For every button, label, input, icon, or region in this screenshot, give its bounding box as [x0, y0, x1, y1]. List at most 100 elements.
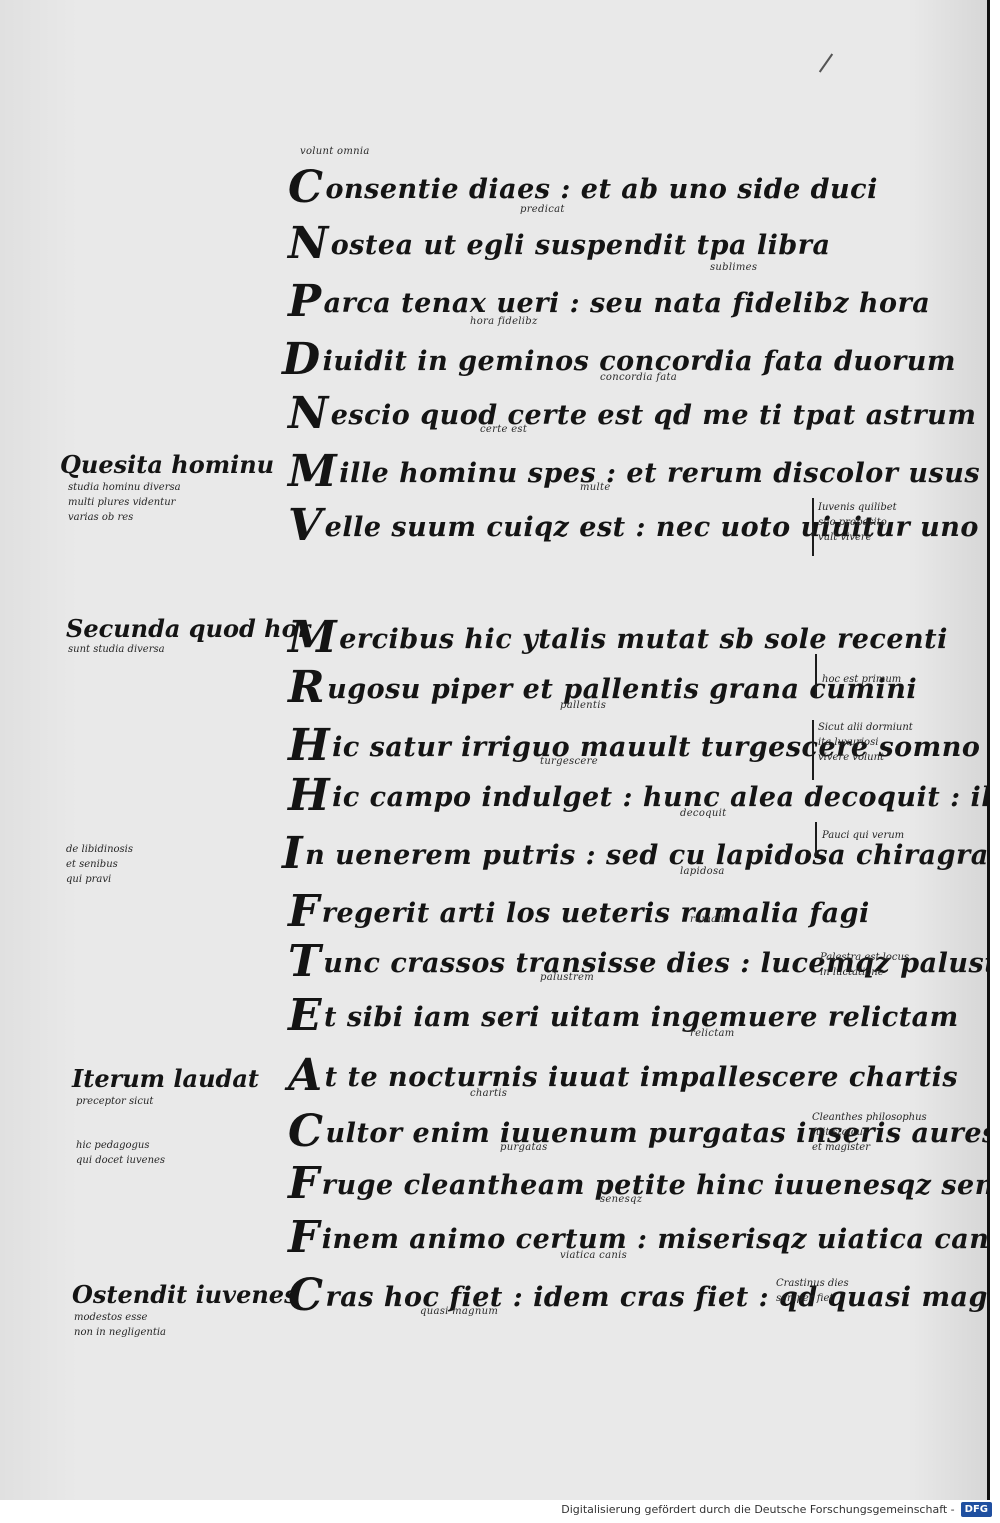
verse-text: elle suum cuiqz est : nec uoto uiuitur u… [324, 512, 979, 543]
verse-line-8: Mercibus hic ytalis mutat sb sole recent… [288, 612, 948, 663]
verse-line-12: In uenerem putris : sed cu lapidosa chir… [282, 828, 989, 879]
interlinear-gloss: ramalia [690, 914, 731, 925]
verse-line-5: Nescio quod certe est qd me ti tpat astr… [288, 388, 976, 439]
margin-note-line: in luctatione [820, 967, 884, 978]
margin-note-line: preceptor sicut [76, 1096, 154, 1107]
interlinear-gloss: quasi magnum [420, 1306, 499, 1317]
interlinear-gloss: palustrem [540, 972, 595, 983]
verse-text: ruge cleantheam petite hinc iuuenesqz se… [321, 1170, 990, 1201]
right-margin-bracket [812, 498, 814, 556]
footer-text: Digitalisierung gefördert durch die Deut… [561, 1503, 955, 1516]
verse-text: ostea ut egli suspendit tpa libra [330, 230, 831, 261]
verse-text: t sibi iam seri uitam ingemuere relictam [324, 1002, 959, 1033]
right-margin-note-3: Sicut alii dormiunt ita luxuriosi vivere… [818, 720, 913, 765]
left-margin-note-2: sunt studia diversa [68, 642, 165, 657]
margin-note-line: hoc est primum [822, 674, 902, 685]
right-margin-note-1: Iuvenis quilibet suo proposito vult vive… [818, 500, 897, 545]
verse-text: ugosu piper et pallentis grana cumini [327, 674, 918, 705]
margin-note-line: Crastinus dies [776, 1278, 849, 1289]
margin-note-line: vult vivere [818, 532, 872, 543]
verse-text: n uenerem putris : sed cu lapidosa chira… [305, 840, 989, 871]
right-margin-bracket [815, 654, 817, 698]
dfg-logo[interactable]: DFG [960, 1502, 992, 1517]
margin-note-line: sunt studia diversa [68, 644, 165, 655]
interlinear-gloss: turgescere [540, 756, 598, 767]
verse-line-3: Parca tenax ueri : seu nata fidelibz hor… [288, 276, 930, 327]
left-margin-note-4: preceptor sicut [76, 1094, 153, 1109]
interlinear-gloss: relictam [690, 1028, 735, 1039]
verse-text: ultor enim iuuenum purgatas inseris aure… [325, 1118, 990, 1149]
margin-note-line: et senibus [66, 859, 118, 870]
margin-note-line: fuit stoicus [812, 1127, 869, 1138]
verse-line-16: At te nocturnis iuuat impallescere chart… [288, 1050, 958, 1101]
right-margin-note-4: Pauci qui verum [822, 828, 904, 843]
margin-note-line: suo proposito [818, 517, 887, 528]
verse-initial: P [288, 276, 322, 327]
verse-text: ic campo indulget : hunc alea decoquit :… [332, 782, 990, 813]
verse-text: ras hoc fiet : idem cras fiet : qd quasi… [325, 1282, 990, 1313]
interlinear-gloss: certe est [480, 424, 528, 435]
margin-note-line: ita luxuriosi [818, 737, 879, 748]
verse-initial: V [288, 500, 323, 551]
verse-text: inem animo certum : miserisqz uiatica ca… [321, 1224, 990, 1255]
verse-initial: N [288, 388, 329, 439]
verse-text: t te nocturnis iuuat impallescere charti… [324, 1062, 959, 1093]
verse-line-13: Fregerit arti los ueteris ramalia fagi [288, 886, 870, 937]
verse-text: regerit arti los ueteris ramalia fagi [321, 898, 870, 929]
pen-stroke-mark [818, 53, 834, 73]
interlinear-gloss: lapidosa [680, 866, 725, 877]
margin-note-line: vivere volunt [818, 752, 885, 763]
verse-line-20: Cras hoc fiet : idem cras fiet : qd quas… [288, 1270, 990, 1321]
margin-note-line: Cleanthes philosophus [812, 1112, 927, 1123]
left-margin-note-6: modestos esse non in negligentia [74, 1310, 166, 1340]
interlinear-gloss: concordia fata [600, 372, 678, 383]
verse-line-10: Hic satur irriguo mauult turgescere somn… [288, 720, 980, 771]
verse-text: ille hominu spes : et rerum discolor usu… [339, 458, 981, 489]
left-margin-heading-3: Iterum laudat [72, 1064, 259, 1093]
margin-note-line: Sicut alii dormiunt [818, 722, 913, 733]
left-margin-note-1: studia hominu diversa multi plures viden… [68, 480, 181, 525]
right-margin-note-5: Palestra est locus in luctatione [820, 950, 909, 980]
verse-text: unc crassos transisse dies : lucemqz pal… [323, 948, 990, 979]
verse-initial: C [288, 1106, 324, 1157]
verse-text: ercibus hic ytalis mutat sb sole recenti [339, 624, 948, 655]
left-margin-note-3: de libidinosis et senibus qui pravi [66, 842, 133, 887]
verse-initial: C [288, 1270, 324, 1321]
verse-initial: R [288, 662, 326, 713]
verse-initial: F [288, 886, 320, 937]
verse-line-6: Mille hominu spes : et rerum discolor us… [288, 446, 980, 497]
left-margin-note-5: hic pedagogus qui docet iuvenes [76, 1138, 165, 1168]
verse-line-1: Consentie diaes : et ab uno side duci [288, 162, 878, 213]
interlinear-gloss: predicat [520, 204, 565, 215]
right-margin-bracket [812, 720, 814, 780]
margin-note-line: multi plures videntur [68, 497, 176, 508]
verse-line-9: Rugosu piper et pallentis grana cumini [288, 662, 917, 713]
margin-note-line: studia hominu diversa [68, 482, 181, 493]
verse-initial: F [288, 1212, 320, 1263]
margin-note-line: varias ob res [68, 512, 134, 523]
verse-initial: I [282, 828, 304, 879]
verse-initial: M [288, 446, 338, 497]
interlinear-gloss: viatica canis [560, 1250, 628, 1261]
margin-note-line: modestos esse [74, 1312, 148, 1323]
verse-initial: F [288, 1158, 320, 1209]
interlinear-gloss: volunt omnia [300, 146, 370, 157]
verse-initial: H [288, 770, 331, 821]
verse-text: ic satur irriguo mauult turgescere somno [332, 732, 981, 763]
verse-line-17: Cultor enim iuuenum purgatas inseris aur… [288, 1106, 990, 1157]
left-margin-heading-2: Secunda quod hor [66, 614, 311, 643]
verse-initial: M [288, 612, 338, 663]
margin-note-line: hic pedagogus [76, 1140, 150, 1151]
left-margin-heading-4: Ostendit iuvenes [72, 1280, 298, 1309]
verse-text: arca tenax ueri : seu nata fidelibz hora [323, 288, 931, 319]
verse-line-11: Hic campo indulget : hunc alea decoquit … [288, 770, 990, 821]
margin-note-line: Palestra est locus [820, 952, 910, 963]
interlinear-gloss: hora fidelibz [470, 316, 538, 327]
verse-initial: N [288, 218, 329, 269]
margin-note-line: de libidinosis [66, 844, 134, 855]
interlinear-gloss: purgatas [500, 1142, 548, 1153]
margin-note-line: semper fiet [776, 1293, 834, 1304]
verse-initial: E [288, 990, 323, 1041]
verse-initial: A [288, 1050, 323, 1101]
